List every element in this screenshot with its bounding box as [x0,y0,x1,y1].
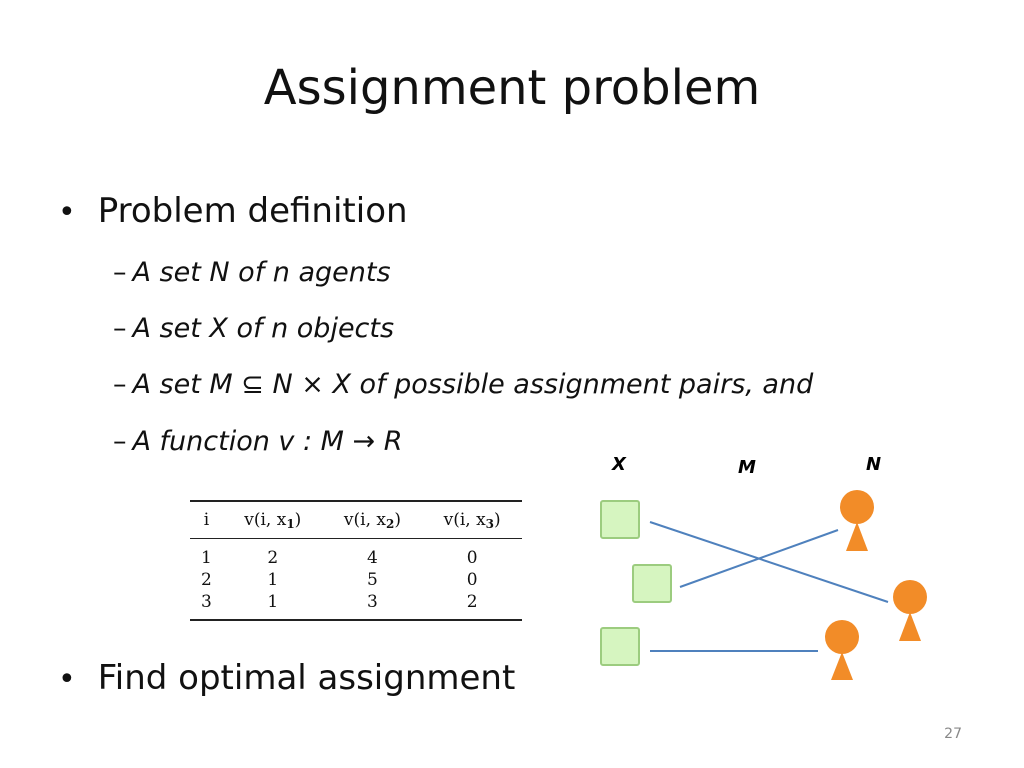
table-cell: 1 [267,570,279,590]
sub-item-text: A set N of n agents [132,257,391,288]
table-cell: 2 [267,548,279,568]
table-header-row: i v(i, x1) v(i, x2) v(i, x3) [190,501,522,539]
assignment-diagram: X M N [600,454,927,680]
table-row: 3 1 3 2 [190,591,522,620]
table-header-cell: v(i, x2) [343,509,401,531]
object-square-icon [600,627,640,666]
page-number: 27 [944,726,962,742]
header-subscript: 1 [286,516,295,531]
object-square-icon [632,564,672,603]
bullet-dot: • [58,662,76,697]
bullet-dot: • [58,195,76,230]
table-header-cell: v(i, x1) [244,509,302,531]
object-square-icon [600,500,640,539]
table-cell: 0 [466,570,478,590]
valuation-table: i v(i, x1) v(i, x2) v(i, x3) 1 2 4 0 2 1… [190,500,522,621]
bullet-text: Problem definition [97,191,408,231]
table-cell: 4 [367,548,378,568]
sub-item-agents: –A set N of n agents [113,258,391,288]
sub-item-text: A set M ⊆ N × X of possible assignment p… [132,369,814,400]
agent-figure-icon [825,620,859,680]
table-cell: 0 [466,548,478,568]
assignment-edge [649,521,889,603]
table-cell: 3 [367,592,378,612]
sub-item-text: A function v : M → R [132,426,403,457]
table-cell: 5 [367,570,378,590]
table-cell: 1 [267,592,279,612]
bullet-text: Find optimal assignment [97,658,516,698]
label-n: N [866,454,881,475]
sub-item-text: A set X of n objects [132,313,395,344]
sub-dash: – [113,313,127,344]
table-cell: 1 [201,548,212,568]
table-header-cell: i [203,510,210,530]
sub-item-function: –A function v : M → R [113,427,403,457]
label-m: M [738,457,756,478]
table-row: 1 2 4 0 [190,539,522,570]
header-subscript: 2 [385,516,395,531]
header-subscript: 3 [485,516,495,531]
label-x: X [611,454,627,475]
table-cell: 3 [201,592,212,612]
bullet-problem-definition: • Problem definition [58,191,408,231]
sub-item-pairs: –A set M ⊆ N × X of possible assignment … [113,370,813,400]
sub-dash: – [113,426,127,457]
table-header-cell: v(i, x3) [443,509,501,531]
bullet-find-optimal: • Find optimal assignment [58,658,516,698]
sub-dash: – [113,257,127,288]
sub-dash: – [113,369,127,400]
table-cell: 2 [466,592,478,612]
assignment-edge [679,529,839,588]
table-row: 2 1 5 0 [190,569,522,591]
table-cell: 2 [201,570,212,590]
slide-title: Assignment problem [263,60,761,116]
sub-item-objects: –A set X of n objects [113,314,394,344]
agent-figure-icon [893,580,927,641]
agent-figure-icon [840,490,874,551]
